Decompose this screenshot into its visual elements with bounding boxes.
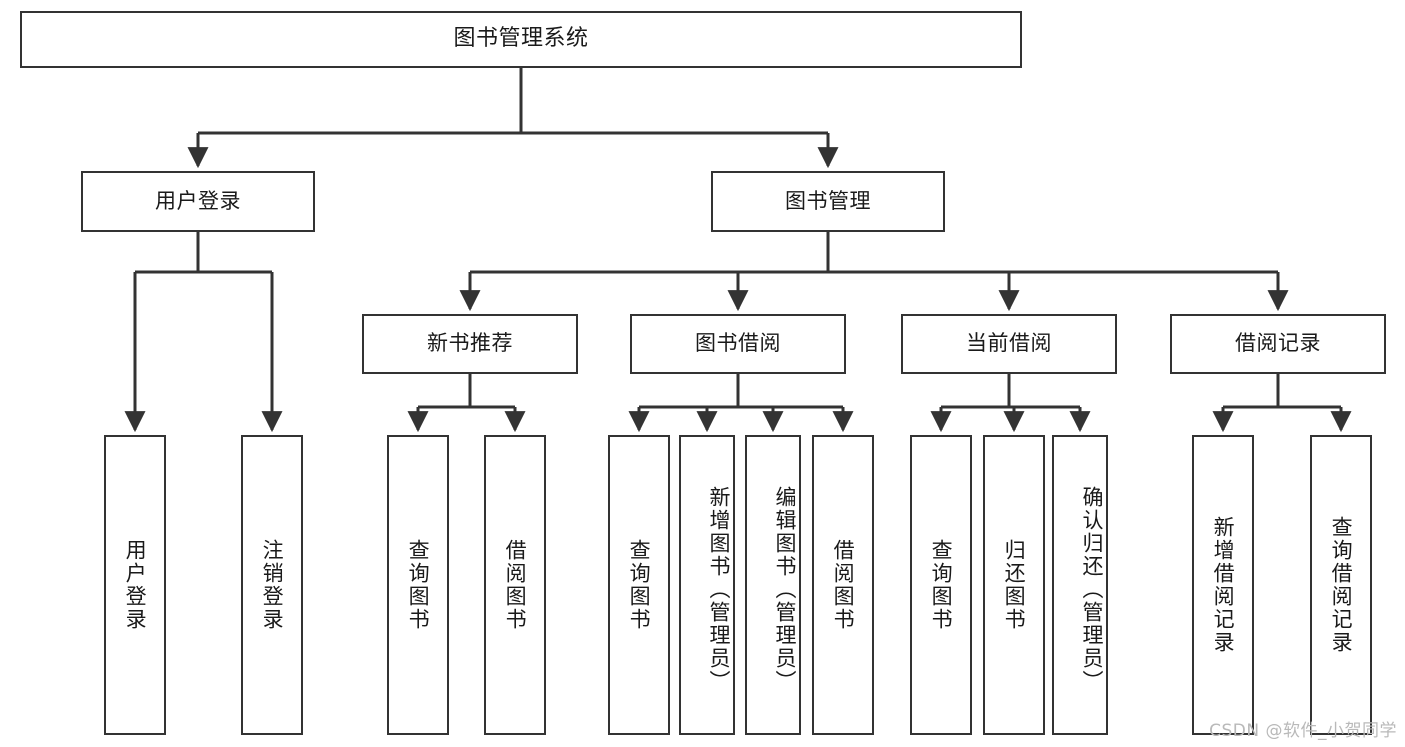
node-root-system[interactable]: 图书管理系统	[20, 11, 1022, 68]
csdn-watermark: CSDN @软件_小贺同学	[1209, 721, 1397, 741]
node-leaf-add-book-admin[interactable]: 新增图书（管理员）	[679, 435, 735, 735]
node-leaf-query-book-recommend[interactable]: 查询图书	[387, 435, 449, 735]
node-book-manage[interactable]: 图书管理	[711, 171, 945, 232]
node-leaf-confirm-return-admin[interactable]: 确认归还（管理员）	[1052, 435, 1108, 735]
node-leaf-add-borrow-record[interactable]: 新增借阅记录	[1192, 435, 1254, 735]
node-user-login[interactable]: 用户登录	[81, 171, 315, 232]
node-book-borrow[interactable]: 图书借阅	[630, 314, 846, 374]
node-leaf-query-book-borrow[interactable]: 查询图书	[608, 435, 670, 735]
node-leaf-user-login[interactable]: 用户登录	[104, 435, 166, 735]
node-leaf-logout-login[interactable]: 注销登录	[241, 435, 303, 735]
node-borrow-record[interactable]: 借阅记录	[1170, 314, 1386, 374]
node-leaf-return-book[interactable]: 归还图书	[983, 435, 1045, 735]
node-leaf-borrow-book-recommend[interactable]: 借阅图书	[484, 435, 546, 735]
node-leaf-query-book-current[interactable]: 查询图书	[910, 435, 972, 735]
node-new-book-recommend[interactable]: 新书推荐	[362, 314, 578, 374]
node-leaf-edit-book-admin[interactable]: 编辑图书（管理员）	[745, 435, 801, 735]
node-current-borrow[interactable]: 当前借阅	[901, 314, 1117, 374]
node-leaf-borrow-book-borrow[interactable]: 借阅图书	[812, 435, 874, 735]
node-leaf-query-borrow-record[interactable]: 查询借阅记录	[1310, 435, 1372, 735]
